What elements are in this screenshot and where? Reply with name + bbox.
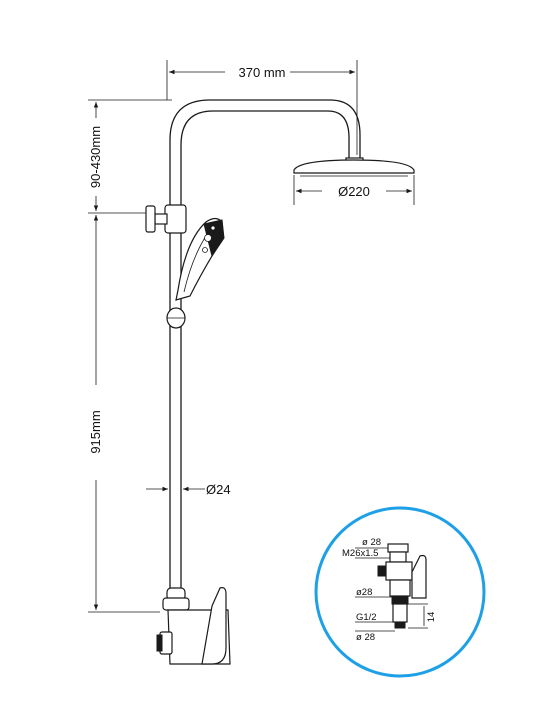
detail-bottom-diameter-label: ø 28	[356, 632, 375, 643]
slider-holder	[166, 307, 186, 329]
pipe-diameter-dimension: Ø24	[146, 482, 231, 497]
head-diameter-dimension: Ø220	[293, 175, 415, 205]
mixer-valve	[156, 587, 231, 665]
detail-thread-label: M26x1.5	[342, 548, 378, 559]
rain-shower-head	[293, 157, 415, 177]
width-dimension: 370 mm	[166, 60, 358, 155]
hand-shower	[175, 217, 225, 301]
height-dimension: 90-430mm 915mm	[88, 99, 172, 613]
detail-length-label: 14	[426, 612, 437, 623]
width-label: 370 mm	[239, 65, 286, 80]
head-diameter-label: Ø220	[338, 184, 370, 199]
detail-top-diameter-label: ø 28	[362, 537, 381, 548]
arm-height-label: 90-430mm	[88, 126, 103, 188]
pipe-height-label: 915mm	[88, 410, 103, 453]
pipe-diameter-label: Ø24	[206, 482, 231, 497]
connection-detail-inset: ø 28 M26x1.5 ø28 G1/2 ø 28 14	[314, 506, 486, 678]
detail-inlet-label: G1/2	[356, 612, 377, 623]
diverter-knob	[145, 204, 187, 234]
detail-valve-body	[377, 543, 427, 629]
detail-mid-diameter-label: ø28	[356, 587, 372, 598]
riser-pipe	[169, 99, 361, 600]
